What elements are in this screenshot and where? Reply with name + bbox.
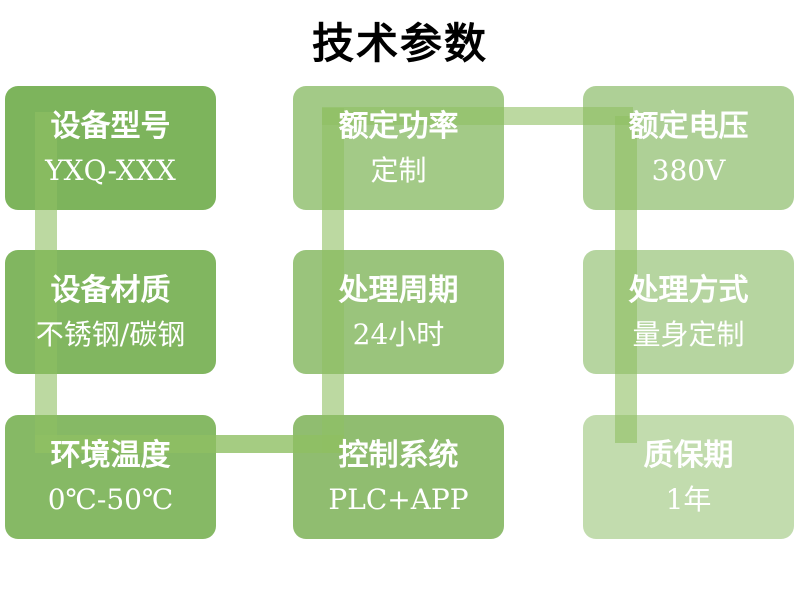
box-value: 24小时 bbox=[352, 317, 445, 351]
param-box-material: 设备材质 不锈钢/碳钢 bbox=[5, 250, 216, 374]
box-title: 额定功率 bbox=[338, 109, 459, 145]
box-title: 设备型号 bbox=[50, 109, 171, 145]
param-box-device-model: 设备型号 YXQ-XXX bbox=[5, 86, 216, 210]
box-title: 设备材质 bbox=[50, 273, 171, 309]
box-value: PLC+APP bbox=[328, 482, 469, 516]
box-title: 处理方式 bbox=[628, 273, 749, 309]
param-box-warranty: 质保期 1年 bbox=[583, 415, 794, 539]
box-value: 量身定制 bbox=[632, 317, 745, 351]
param-box-control-system: 控制系统 PLC+APP bbox=[293, 415, 504, 539]
param-box-processing-method: 处理方式 量身定制 bbox=[583, 250, 794, 374]
param-box-rated-voltage: 额定电压 380V bbox=[583, 86, 794, 210]
box-title: 质保期 bbox=[643, 438, 734, 474]
box-title: 控制系统 bbox=[338, 438, 459, 474]
box-title: 处理周期 bbox=[338, 273, 459, 309]
box-value: YXQ-XXX bbox=[45, 153, 176, 187]
slide-title: 技术参数 bbox=[311, 19, 488, 68]
param-box-processing-cycle: 处理周期 24小时 bbox=[293, 250, 504, 374]
box-title: 额定电压 bbox=[628, 109, 749, 145]
box-value: 定制 bbox=[370, 153, 427, 187]
param-box-ambient-temperature: 环境温度 0℃-50℃ bbox=[5, 415, 216, 539]
box-value: 380V bbox=[651, 153, 726, 187]
box-value: 不锈钢/碳钢 bbox=[35, 317, 186, 351]
box-value: 1年 bbox=[665, 482, 712, 516]
box-value: 0℃-50℃ bbox=[47, 482, 174, 516]
param-box-rated-power: 额定功率 定制 bbox=[293, 86, 504, 210]
box-title: 环境温度 bbox=[50, 438, 171, 474]
